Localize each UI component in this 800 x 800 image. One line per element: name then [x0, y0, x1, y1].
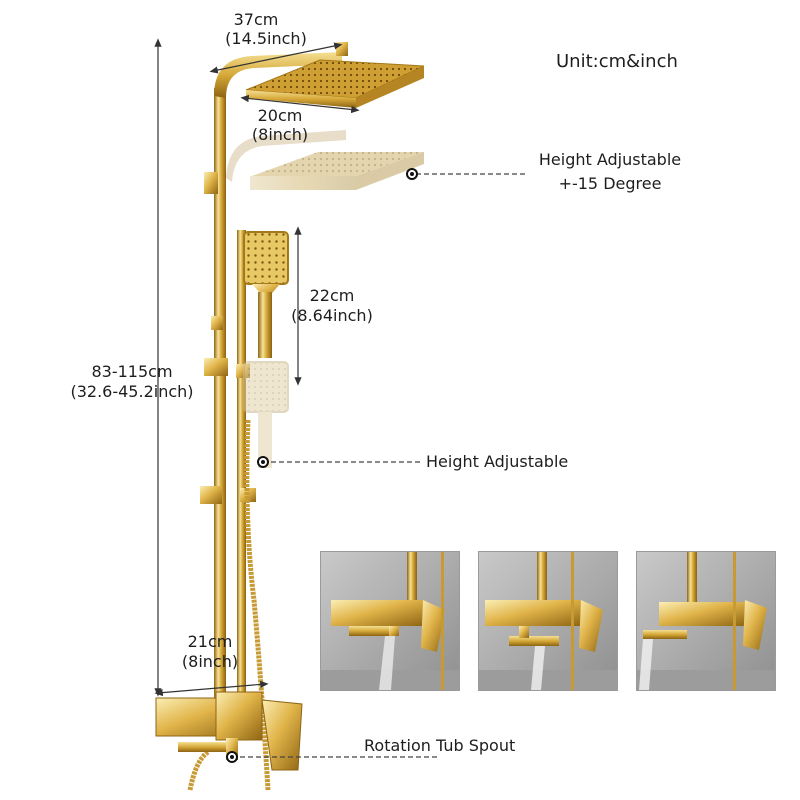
callout-head-line1: Height Adjustable [538, 150, 682, 169]
shower-hose [244, 419, 271, 791]
tub-spout [178, 742, 236, 752]
unit-label: Unit:cm&inch [556, 51, 678, 72]
mixer-valve [155, 691, 303, 771]
riser-pipe [214, 88, 226, 708]
head-width-cm: 37cm [233, 10, 279, 29]
callout-dots [226, 168, 418, 763]
head-depth-cm: 20cm [257, 106, 303, 125]
mixer-lever [261, 699, 303, 771]
head-width-inch: (14.5inch) [225, 29, 307, 48]
total-height-cm: 83-115cm [91, 362, 173, 381]
bracket-5 [200, 486, 222, 504]
callout-leaders [232, 173, 528, 758]
slide-rail [237, 230, 246, 700]
spout-position-3 [636, 551, 776, 691]
total-height-inch: (32.6-45.2inch) [70, 382, 194, 401]
rain-shower-head [245, 42, 425, 108]
handheld-range-inch: (8.64inch) [291, 306, 373, 325]
rain-head-ghost [226, 130, 424, 190]
inlet-hose [187, 749, 210, 791]
mixer-width-inch: (8inch) [181, 652, 239, 671]
callout-slider-line1: Height Adjustable [426, 452, 569, 471]
spout-position-1 [320, 551, 460, 691]
bracket-2 [211, 316, 223, 330]
handheld-range-cm: 22cm [309, 286, 355, 305]
callout-head-line2: +-15 Degree [558, 174, 662, 193]
hand-shower [243, 231, 289, 358]
hand-shower-ghost [243, 361, 289, 468]
callout-spout-line1: Rotation Tub Spout [364, 736, 516, 755]
mixer-width-cm: 21cm [187, 632, 233, 651]
spout-position-2 [478, 551, 618, 691]
dimension-lines [154, 38, 360, 697]
head-depth-inch: (8inch) [251, 125, 309, 144]
bracket-3 [204, 358, 228, 376]
wall-bracket-top [204, 172, 218, 194]
